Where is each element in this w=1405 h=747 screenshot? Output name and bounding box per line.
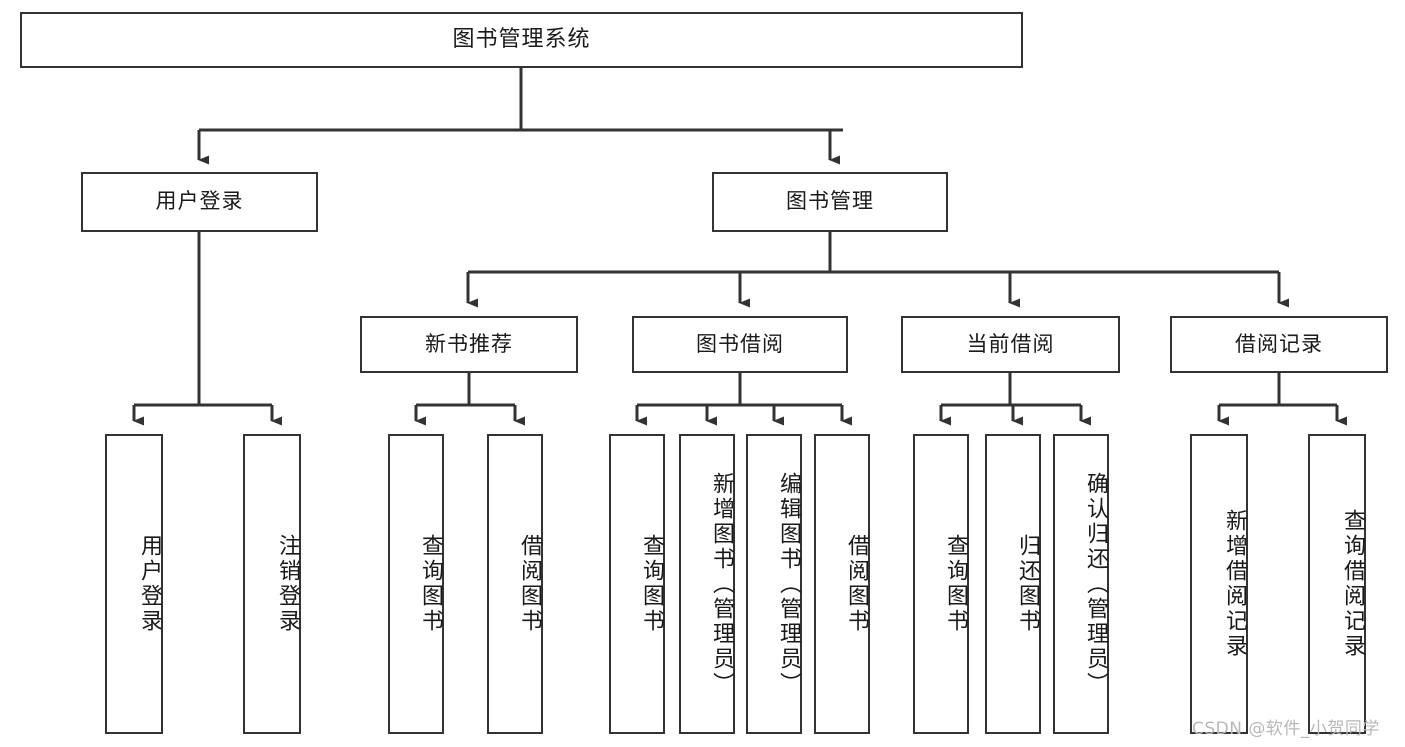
leaf-borrow-books-recommend[interactable]: 借阅图书 (487, 434, 543, 734)
csdn-watermark: CSDN @软件_小贺同学 (1192, 719, 1380, 739)
node-borrow-records[interactable]: 借阅记录 (1170, 316, 1388, 373)
leaf-logout[interactable]: 注销登录 (243, 434, 301, 734)
leaf-query-books-recommend[interactable]: 查询图书 (388, 434, 444, 734)
node-book-borrow-label: 图书借阅 (696, 331, 784, 356)
leaf-query-books-borrow[interactable]: 查询图书 (609, 434, 665, 734)
leaf-label: 用户登录 (137, 534, 162, 634)
leaf-add-borrow-record[interactable]: 新增借阅记录 (1190, 434, 1248, 734)
node-root-system[interactable]: 图书管理系统 (20, 12, 1023, 68)
node-book-borrow[interactable]: 图书借阅 (632, 316, 848, 373)
edge-records-to-leaves (1217, 373, 1347, 426)
edge-root-to-level2 (197, 68, 843, 165)
node-new-book-recommend[interactable]: 新书推荐 (360, 316, 578, 373)
edge-borrow-to-leaves (635, 373, 852, 426)
node-borrow-records-label: 借阅记录 (1235, 331, 1323, 356)
leaf-return-books[interactable]: 归还图书 (985, 434, 1041, 734)
leaf-edit-book-admin[interactable]: 编辑图书（管理员） (746, 434, 802, 734)
leaf-label: 确认归还（管理员） (1083, 471, 1108, 697)
leaf-label: 新增借阅记录 (1222, 509, 1247, 659)
leaf-label: 查询图书 (639, 534, 664, 634)
leaf-borrow-books[interactable]: 借阅图书 (814, 434, 870, 734)
leaf-user-login[interactable]: 用户登录 (105, 434, 163, 734)
node-book-management[interactable]: 图书管理 (712, 172, 948, 232)
node-current-borrow[interactable]: 当前借阅 (901, 316, 1120, 373)
leaf-query-books-current[interactable]: 查询图书 (913, 434, 969, 734)
leaf-label: 注销登录 (275, 534, 300, 634)
leaf-label: 借阅图书 (517, 534, 542, 634)
leaf-label: 查询图书 (943, 534, 968, 634)
leaf-label: 查询借阅记录 (1340, 509, 1365, 659)
node-user-login-label: 用户登录 (155, 189, 244, 214)
leaf-add-book-admin[interactable]: 新增图书（管理员） (679, 434, 735, 734)
node-book-management-label: 图书管理 (786, 189, 874, 214)
node-new-book-recommend-label: 新书推荐 (425, 331, 513, 356)
leaf-label: 归还图书 (1015, 534, 1040, 634)
edge-newbooks-to-leaves (414, 373, 525, 426)
edge-current-to-leaves (939, 373, 1091, 426)
leaf-label: 借阅图书 (844, 534, 869, 634)
leaf-label: 编辑图书（管理员） (776, 471, 801, 697)
leaf-query-borrow-record[interactable]: 查询借阅记录 (1308, 434, 1366, 734)
node-current-borrow-label: 当前借阅 (966, 331, 1055, 356)
leaf-confirm-return-admin[interactable]: 确认归还（管理员） (1053, 434, 1109, 734)
node-user-login[interactable]: 用户登录 (81, 172, 318, 232)
edge-booksmgmt-to-level3 (466, 232, 1289, 308)
leaf-label: 查询图书 (418, 534, 443, 634)
leaf-label: 新增图书（管理员） (709, 471, 734, 697)
node-root-label: 图书管理系统 (452, 26, 591, 52)
edge-userlogin-to-leaves (132, 232, 282, 426)
